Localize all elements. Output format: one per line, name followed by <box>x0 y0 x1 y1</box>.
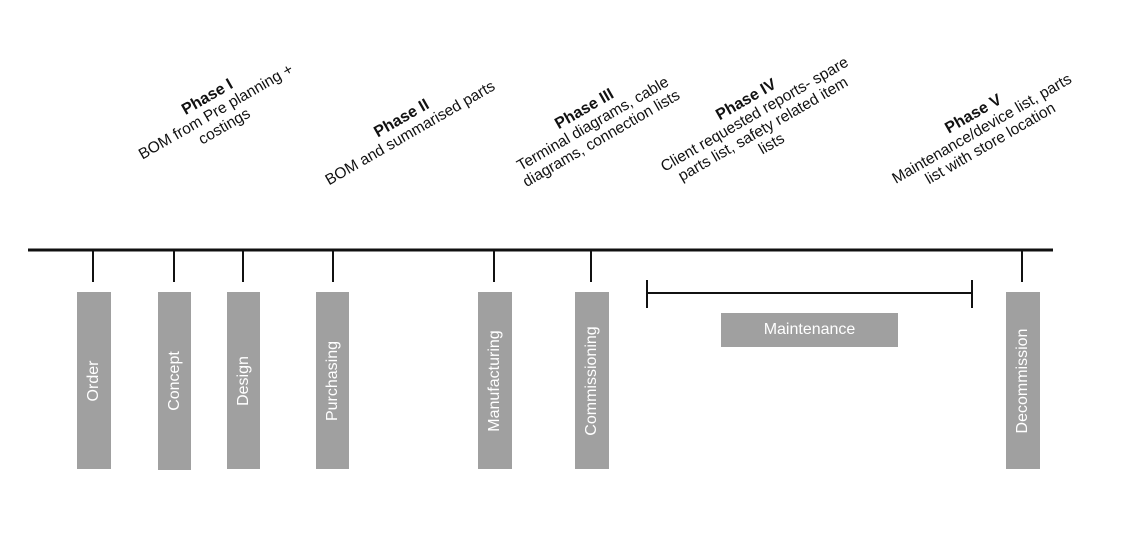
stage-decommission-label: Decommission <box>1014 328 1031 433</box>
stage-maintenance: Maintenance <box>721 313 898 347</box>
stage-purchasing-label: Purchasing <box>323 340 341 421</box>
stage-commissioning-label: Commissioning <box>583 325 600 436</box>
stage-concept-label: Concept <box>165 351 183 411</box>
stage-manufacturing: Manufacturing <box>478 292 512 469</box>
stage-commissioning: Commissioning <box>575 292 609 469</box>
stage-manufacturing-label: Manufacturing <box>486 329 503 432</box>
stage-decommission: Decommission <box>1006 292 1040 469</box>
stage-ticks <box>92 250 1023 282</box>
stage-order: Order <box>77 292 111 469</box>
stage-order-label: Order <box>85 360 102 401</box>
stage-design: Design <box>227 292 260 469</box>
stage-concept: Concept <box>158 292 191 470</box>
stage-purchasing: Purchasing <box>316 292 349 469</box>
stage-design-label: Design <box>234 355 252 406</box>
maintenance-bracket <box>646 280 973 308</box>
